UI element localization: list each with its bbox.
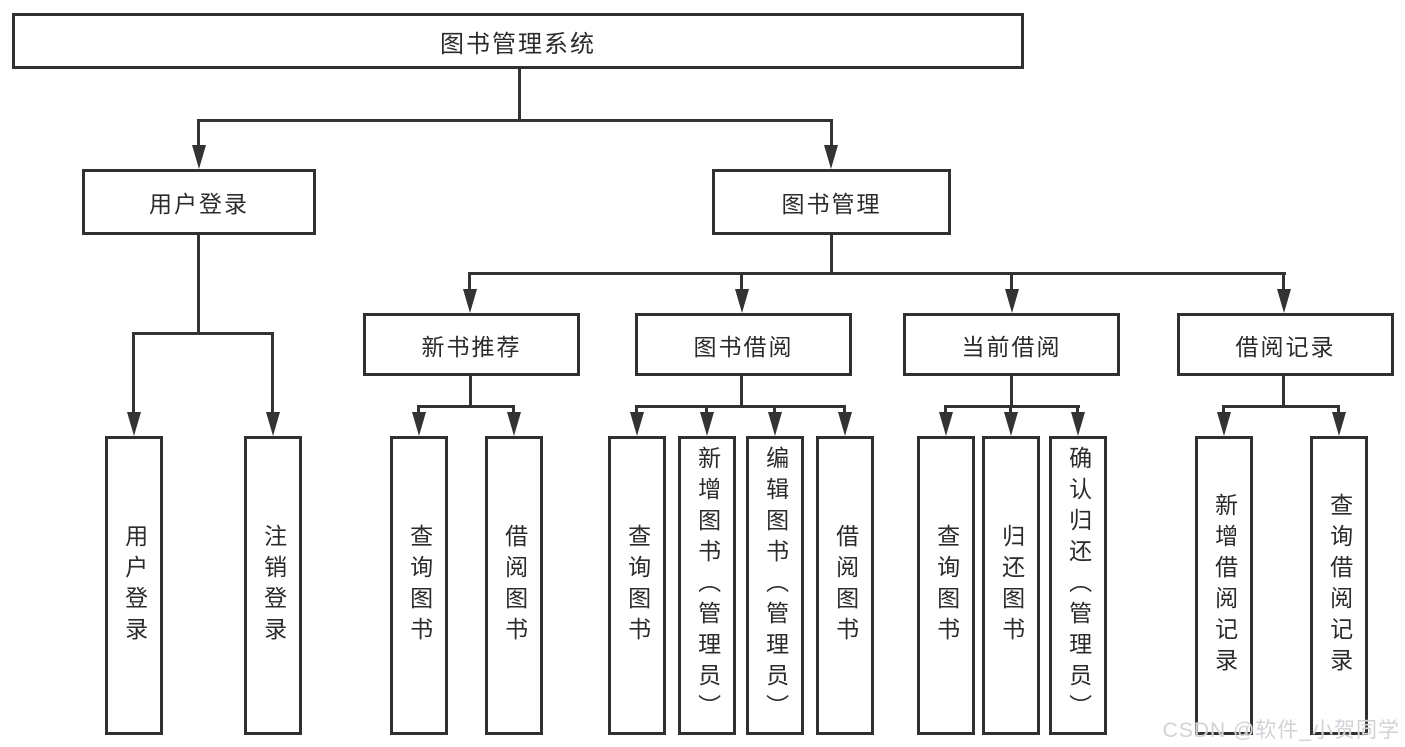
leaf-user-login: 用户登录 [105,436,163,735]
arrow-down-icon [939,412,953,436]
arrow-down-icon [735,289,749,313]
arrow-down-icon [266,412,280,436]
arrow-down-icon [1005,289,1019,313]
leaf-current-query-books-label: 查询图书 [933,523,960,648]
leaf-user-login-label: 用户登录 [121,523,148,648]
arrow-down-icon [1217,412,1231,436]
connector-line [468,272,471,292]
leaf-current-confirm-return-admin: 确认归还（管理员） [1049,436,1107,735]
connector-line [1076,405,1079,415]
connector-line [1010,376,1013,408]
leaf-borrow-query-books: 查询图书 [608,436,666,735]
node-book-management: 图书管理 [712,169,951,235]
connector-line [132,332,135,415]
connector-line [705,405,708,415]
connector-line [417,405,515,408]
connector-line [468,272,1286,275]
leaf-records-add-record-label: 新增借阅记录 [1211,492,1238,679]
arrow-down-icon [630,412,644,436]
arrow-down-icon [507,412,521,436]
connector-line [635,405,846,408]
connector-line [512,405,515,415]
connector-line [197,235,200,335]
connector-line [1337,405,1340,415]
node-book-management-label: 图书管理 [781,191,882,217]
leaf-newbook-query-books: 查询图书 [390,436,448,735]
leaf-logout: 注销登录 [244,436,302,735]
connector-line [197,119,200,149]
connector-line [843,405,846,415]
leaf-records-add-record: 新增借阅记录 [1195,436,1253,735]
connector-line [271,332,274,415]
node-borrow-records: 借阅记录 [1177,313,1394,376]
node-current-borrow: 当前借阅 [903,313,1120,376]
leaf-borrow-add-books-admin: 新增图书（管理员） [678,436,736,735]
leaf-borrow-borrow-books: 借阅图书 [816,436,874,735]
leaf-current-query-books: 查询图书 [917,436,975,735]
arrow-down-icon [1071,412,1085,436]
connector-line [1222,405,1225,415]
leaf-borrow-edit-books-admin-label: 编辑图书（管理员） [762,446,789,725]
connector-line [830,235,833,275]
arrow-down-icon [768,412,782,436]
connector-line [635,405,638,415]
leaf-newbook-borrow-books-label: 借阅图书 [501,523,528,648]
arrow-down-icon [824,145,838,169]
connector-line [944,405,947,415]
arrow-down-icon [1332,412,1346,436]
leaf-records-query-record: 查询借阅记录 [1310,436,1368,735]
connector-line [773,405,776,415]
leaf-borrow-query-books-label: 查询图书 [624,523,651,648]
arrow-down-icon [1004,412,1018,436]
connector-line [944,405,1080,408]
connector-line [1282,272,1285,292]
connector-line [1282,376,1285,408]
node-user-login: 用户登录 [82,169,316,235]
connector-line [1222,405,1340,408]
connector-line [740,272,743,292]
connector-line [197,119,833,122]
arrow-down-icon [838,412,852,436]
leaf-logout-label: 注销登录 [260,523,287,648]
node-root-label: 图书管理系统 [440,30,596,58]
leaf-borrow-add-books-admin-label: 新增图书（管理员） [694,446,721,725]
leaf-newbook-borrow-books: 借阅图书 [485,436,543,735]
node-borrow-records-label: 借阅记录 [1235,333,1336,360]
arrow-down-icon [1277,289,1291,313]
connector-line [469,376,472,408]
arrow-down-icon [412,412,426,436]
node-book-borrow-label: 图书借阅 [693,333,794,360]
leaf-current-confirm-return-admin-label: 确认归还（管理员） [1065,446,1092,725]
connector-line [740,376,743,408]
node-user-login-label: 用户登录 [149,191,249,217]
connector-line [830,119,833,149]
connector-line [132,332,274,335]
leaf-newbook-query-books-label: 查询图书 [406,523,433,648]
node-book-borrow: 图书借阅 [635,313,852,376]
connector-line [417,405,420,415]
leaf-current-return-books: 归还图书 [982,436,1040,735]
leaf-current-return-books-label: 归还图书 [998,523,1025,648]
leaf-records-query-record-label: 查询借阅记录 [1326,492,1353,679]
leaf-borrow-borrow-books-label: 借阅图书 [832,523,859,648]
node-current-borrow-label: 当前借阅 [961,333,1062,360]
watermark: CSDN @软件_小贺同学 [1162,719,1400,742]
node-new-book-recommend: 新书推荐 [363,313,580,376]
node-root: 图书管理系统 [12,13,1024,69]
leaf-borrow-edit-books-admin: 编辑图书（管理员） [746,436,804,735]
node-new-book-recommend-label: 新书推荐 [421,333,522,360]
connector-line [1009,405,1012,415]
connector-line [518,69,521,122]
arrow-down-icon [127,412,141,436]
arrow-down-icon [463,289,477,313]
arrow-down-icon [192,145,206,169]
arrow-down-icon [700,412,714,436]
connector-line [1010,272,1013,292]
